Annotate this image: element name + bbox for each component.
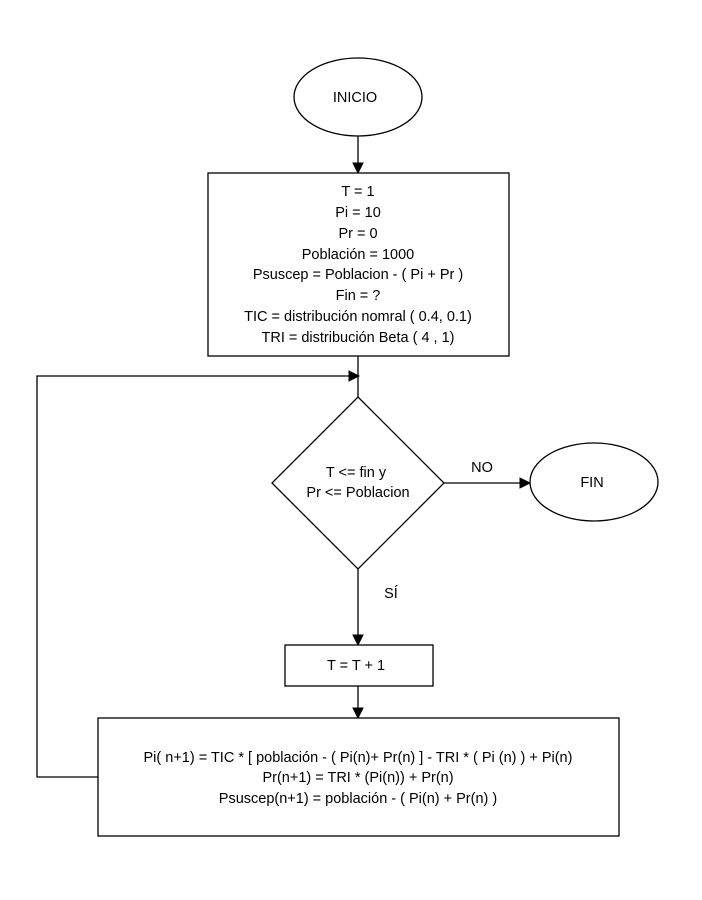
decision-line: Pr <= Poblacion	[306, 485, 409, 501]
init-line: T = 1	[341, 184, 374, 200]
update-line: Pr(n+1) = TRI * (Pi(n)) + Pr(n)	[262, 770, 453, 786]
end-node: FIN	[529, 442, 659, 522]
edge-decision-to-end: NO	[444, 460, 532, 489]
edge-update-loop-back	[36, 370, 361, 778]
edge-start-to-init	[352, 136, 364, 175]
end-label: FIN	[580, 475, 603, 491]
update-line: Psuscep(n+1) = población - ( Pi(n) + Pr(…	[219, 791, 497, 807]
init-line: TIC = distribución nomral ( 0.4, 0.1)	[244, 309, 472, 325]
no-label: NO	[471, 460, 493, 476]
start-node: INICIO	[293, 57, 423, 137]
init-line: Fin = ?	[336, 288, 381, 304]
start-label: INICIO	[333, 90, 377, 106]
decision-node: T <= fin y Pr <= Poblacion	[271, 396, 445, 570]
decision-line: T <= fin y	[326, 465, 387, 481]
update-line: Pi( n+1) = TIC * [ población - ( Pi(n)+ …	[144, 750, 573, 766]
yes-label: SÍ	[384, 585, 398, 602]
init-line: Población = 1000	[302, 247, 414, 263]
init-line: Psuscep = Poblacion - ( Pi + Pr )	[253, 267, 463, 283]
update-node: Pi( n+1) = TIC * [ población - ( Pi(n)+ …	[97, 717, 620, 837]
init-node: T = 1 Pi = 10 Pr = 0 Población = 1000 Ps…	[207, 172, 510, 357]
increment-label: T = T + 1	[327, 658, 385, 674]
edge-decision-to-increment: SÍ	[352, 569, 398, 647]
init-line: Pi = 10	[335, 205, 381, 221]
init-line: Pr = 0	[338, 226, 377, 242]
increment-node: T = T + 1	[284, 644, 434, 687]
init-line: TRI = distribución Beta ( 4 , 1)	[261, 330, 454, 346]
edge-increment-to-update	[352, 686, 364, 720]
